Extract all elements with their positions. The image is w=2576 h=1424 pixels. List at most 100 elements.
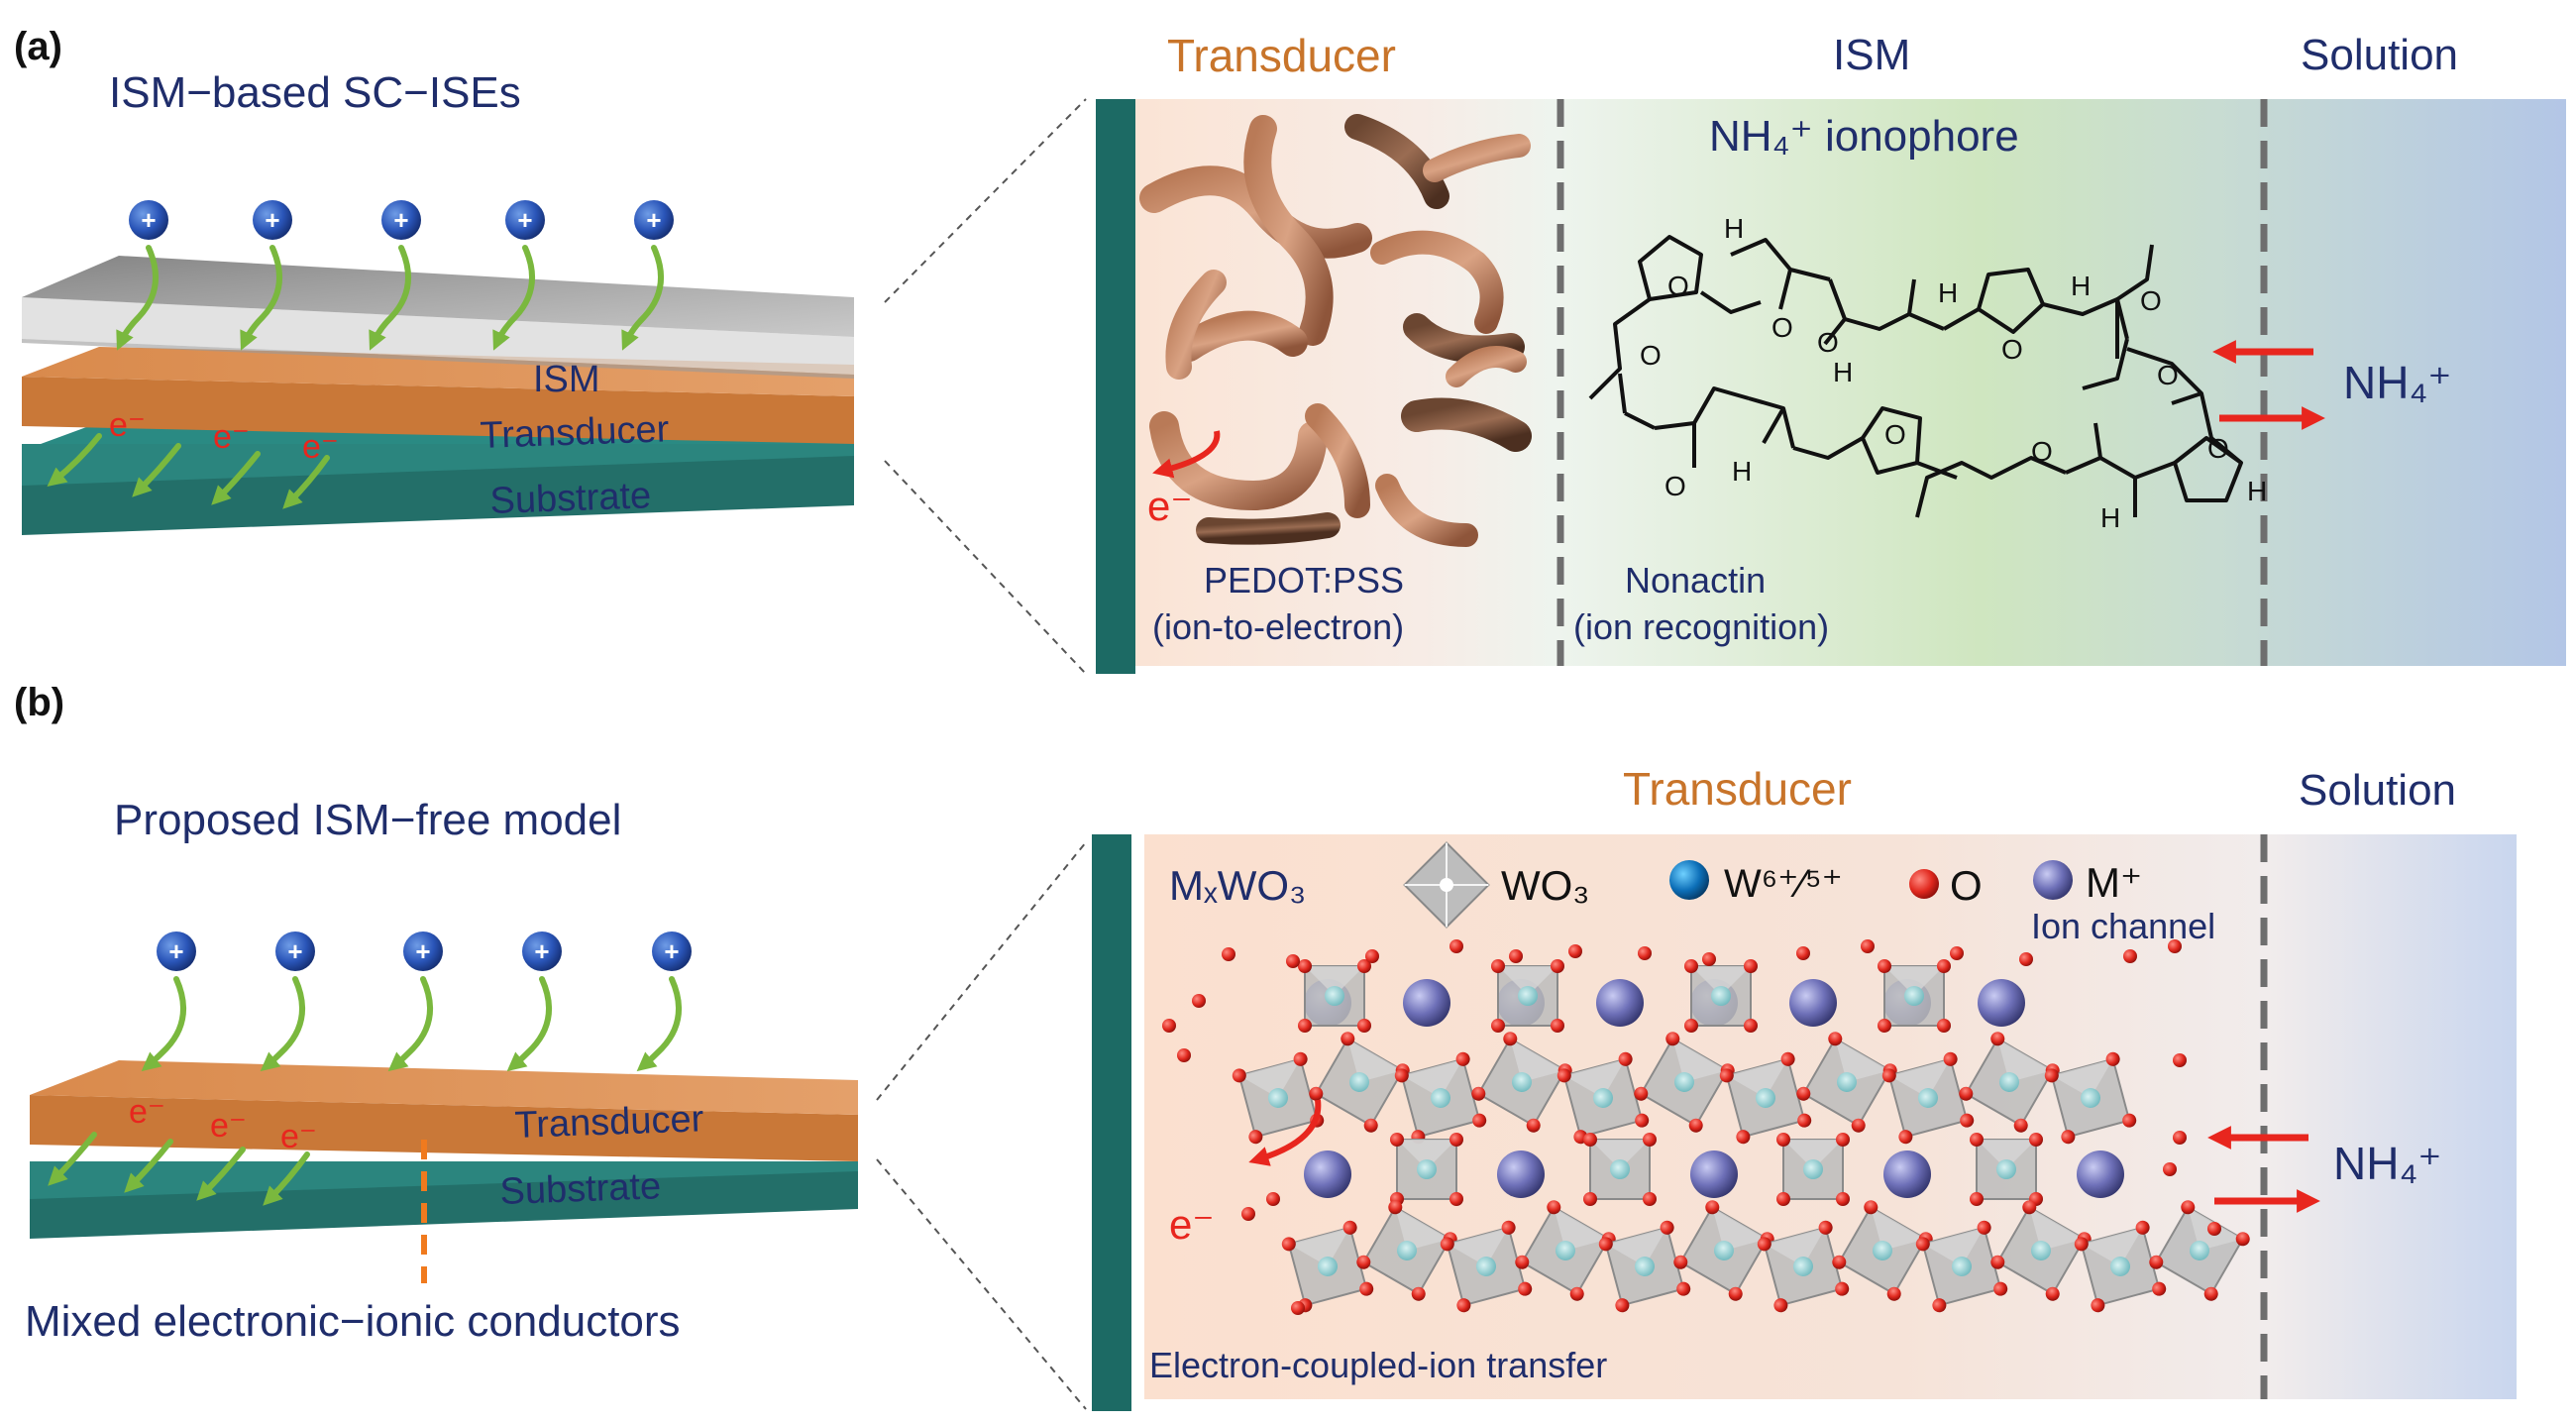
cation-plus: +	[393, 205, 408, 235]
m-ion	[1596, 979, 1644, 1027]
wo3-octahedron	[1881, 1051, 1975, 1145]
cation-plus: +	[534, 936, 549, 966]
wo3-octahedron	[1776, 1133, 1850, 1206]
m-ion	[1883, 1150, 1931, 1198]
cation: +	[621, 200, 674, 351]
m-ion	[1690, 1150, 1738, 1198]
cation-plus: +	[646, 205, 661, 235]
wo3-octahedron	[2074, 1220, 2167, 1313]
transducer-layer-b	[30, 1060, 858, 1161]
zoom-line-b-top	[876, 841, 1087, 1101]
oxygen-atom	[1192, 994, 1206, 1008]
wo3-octahedron	[1556, 1051, 1650, 1145]
wo3-octahedron	[1309, 1032, 1410, 1133]
legend-w-atom	[1669, 860, 1709, 900]
ionophore-title: NH₄⁺ ionophore	[1709, 112, 2019, 161]
atom-o: O	[2140, 285, 2162, 316]
cation: +	[387, 931, 443, 1072]
atom-h: H	[2247, 476, 2267, 506]
cation-arrow	[240, 245, 282, 351]
cation-ball	[157, 931, 196, 971]
atom-o: O	[1664, 471, 1686, 501]
cation-ball	[275, 931, 315, 971]
cation-ball	[652, 931, 692, 971]
electron-a-1: e⁻	[109, 406, 146, 444]
ion-label-a: NH₄⁺	[2343, 357, 2452, 408]
electron-out-b: e⁻	[1169, 1201, 1215, 1248]
cation-arrow	[260, 976, 305, 1072]
wo3-octahedron	[1583, 1133, 1657, 1206]
m-ion	[1403, 979, 1450, 1027]
m-ion	[1497, 1150, 1545, 1198]
electron-a-2: e⁻	[213, 418, 250, 456]
atom-o: O	[1667, 271, 1689, 301]
cation-plus: +	[168, 936, 183, 966]
substrate-layer-label-a: Substrate	[489, 475, 652, 522]
atom-o: O	[2031, 436, 2053, 467]
wo3-octahedron	[1281, 1220, 1374, 1313]
wo3-octahedron	[1915, 1220, 2008, 1313]
lower-arrows-b	[48, 1132, 310, 1206]
oxygen-atom	[2168, 939, 2182, 953]
zoom-line-b-bottom	[876, 1158, 1087, 1410]
legend-m-atom	[2033, 860, 2073, 900]
legend-o-atom	[1909, 869, 1939, 899]
zone-transducer-b: Transducer	[1623, 763, 1852, 815]
cation: +	[506, 931, 562, 1072]
m-ion	[1789, 979, 1837, 1027]
cation-arrow	[621, 245, 664, 351]
nonactin-structure	[1588, 235, 2243, 518]
wo3-octahedron	[1970, 1133, 2043, 1206]
wo3-octahedron	[1298, 959, 1371, 1033]
oxygen-atom	[2163, 1162, 2177, 1176]
m-ion	[1304, 1150, 1351, 1198]
wo3-octahedron	[1598, 1220, 1691, 1313]
oxygen-atom	[1365, 949, 1379, 963]
cation-arrow	[636, 976, 682, 1072]
panel-b: (b) Proposed ISM−free model Transducer S…	[14, 681, 2517, 1411]
substrate-slab-a	[22, 444, 854, 535]
oxygen-atom	[2207, 1222, 2221, 1236]
wo3-octahedron	[1719, 1051, 1812, 1145]
cation: +	[141, 931, 196, 1072]
nonactin-role: (ion recognition)	[1573, 606, 1829, 647]
cation-ball	[381, 200, 421, 240]
atom-h: H	[1732, 456, 1752, 487]
nonactin-atoms: O H O O O H O H O O O H H O O H H O	[1640, 213, 2267, 533]
cation-arrow	[141, 976, 186, 1072]
oxygen-atom	[1950, 946, 1964, 960]
wo3-octahedron	[1959, 1032, 2060, 1133]
cation-arrow	[506, 976, 552, 1072]
legend-wo3-octahedron	[1403, 841, 1490, 929]
cation-arrow	[116, 245, 159, 351]
atom-o: O	[2001, 334, 2023, 365]
oxygen-atom	[1449, 939, 1463, 953]
pedot-fibers	[1139, 114, 1532, 547]
electrode-bar-b	[1092, 834, 1131, 1411]
atom-o: O	[2207, 433, 2229, 464]
cation-arrow	[369, 245, 411, 351]
transducer-layer-a	[22, 347, 854, 444]
cation-ball	[253, 200, 292, 240]
atom-h: H	[1833, 357, 1853, 387]
cation: +	[369, 200, 421, 351]
panel-b-model-title: Proposed ISM−free model	[114, 796, 621, 844]
legend-w: W⁶⁺⁄⁵⁺	[1724, 862, 1843, 906]
oxygen-atom	[1509, 949, 1523, 963]
atom-o: O	[1884, 419, 1906, 450]
cation: +	[260, 931, 315, 1072]
cation-plus: +	[415, 936, 430, 966]
zone-transducer-a: Transducer	[1167, 30, 1396, 81]
lower-arrows-a	[47, 433, 330, 509]
atom-h: H	[2071, 271, 2091, 301]
cation-plus: +	[265, 205, 279, 235]
zoom-line-a-bottom	[884, 460, 1087, 675]
legend-b: MₓWO₃ WO₃ W⁶⁺⁄⁵⁺ O M⁺ Ion channel	[1169, 841, 2215, 946]
cation: +	[116, 200, 168, 351]
panel-a-model-title: ISM−based SC−ISEs	[109, 68, 521, 117]
atom-h: H	[1724, 213, 1744, 244]
electron-b-2: e⁻	[210, 1107, 247, 1145]
nonactin-label: Nonactin	[1625, 560, 1766, 601]
cation-plus: +	[517, 205, 532, 235]
